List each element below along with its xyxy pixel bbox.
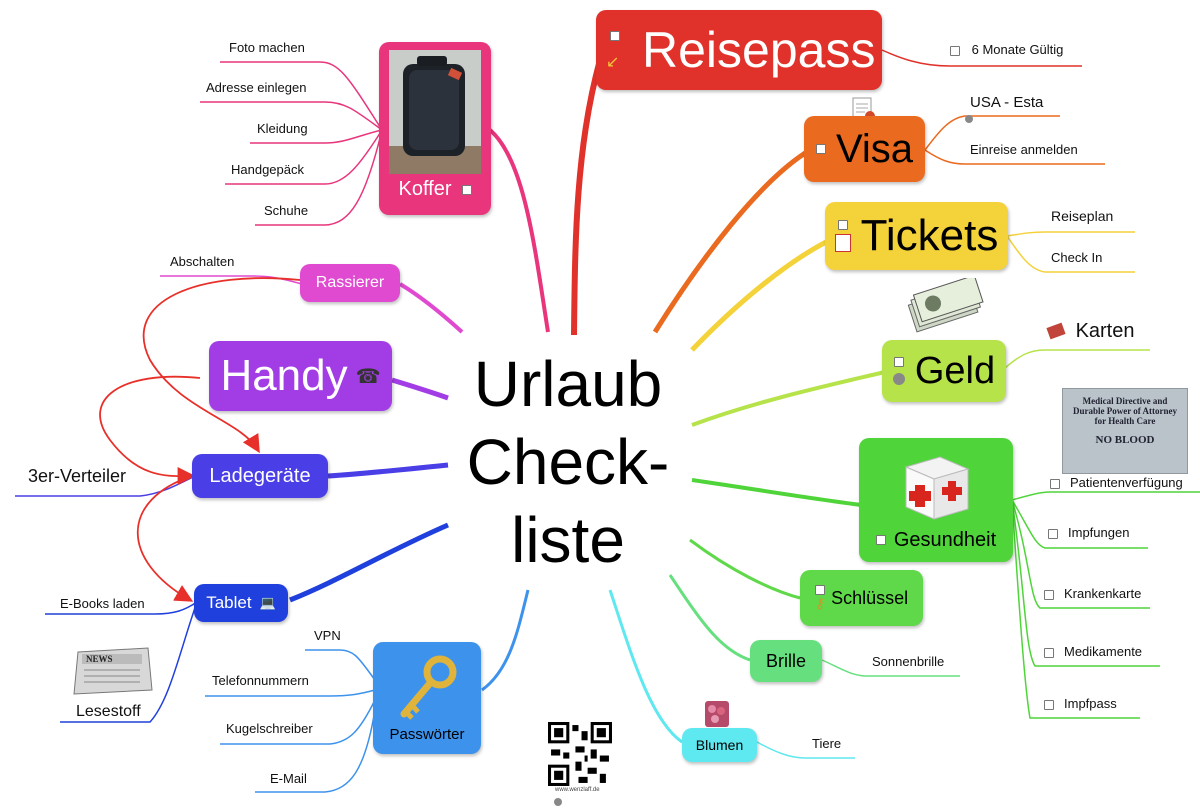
relation-arrow: [99, 375, 201, 486]
relation-arrow: [137, 475, 194, 602]
checkbox-icon[interactable]: [610, 31, 620, 41]
first-aid-icon: [904, 455, 970, 520]
branch-rassierer: [398, 282, 464, 334]
branch-ladegeraete: [327, 462, 449, 479]
leaf-foto-machen[interactable]: Foto machen: [229, 40, 305, 55]
checkbox-icon[interactable]: [837, 220, 848, 230]
central-topic[interactable]: Urlaub Check- liste: [448, 345, 688, 579]
branch-handy: [391, 377, 449, 401]
checkbox-icon[interactable]: [461, 184, 472, 195]
newspaper-title: NEWS: [86, 654, 113, 664]
node-schluessel[interactable]: ⚷ Schlüssel: [800, 570, 923, 626]
branch-brille: [668, 574, 751, 662]
leaf-email[interactable]: E-Mail: [270, 771, 307, 786]
leaf-ebooks[interactable]: E-Books laden: [60, 596, 145, 611]
node-ladegeraete[interactable]: Ladegeräte: [192, 454, 328, 498]
globe-icon: [554, 798, 562, 806]
leaf-vpn[interactable]: VPN: [314, 628, 341, 643]
flower-icon: [705, 701, 729, 727]
leaf-kleidung[interactable]: Kleidung: [257, 121, 308, 136]
key-icon: [400, 655, 457, 720]
branch-reisepass: [571, 59, 603, 336]
leaf-sonnenbrille[interactable]: Sonnenbrille: [872, 654, 945, 669]
node-brille[interactable]: Brille: [750, 640, 822, 682]
node-tickets[interactable]: Tickets: [825, 202, 1008, 270]
node-tablet[interactable]: Tablet 💻: [194, 584, 288, 622]
checkbox-icon[interactable]: [1044, 699, 1054, 710]
leaf-telefonnummern[interactable]: Telefonnummern: [212, 673, 309, 688]
node-gesundheit[interactable]: Gesundheit: [859, 438, 1013, 562]
checkbox-icon[interactable]: [1048, 528, 1058, 539]
branch-tickets: [690, 237, 832, 352]
branch-gesundheit: [691, 478, 863, 507]
ticket-icon: [834, 234, 851, 252]
arrow-icon: ↙: [606, 54, 620, 71]
branch-visa: [652, 147, 812, 334]
cards-icon: [1046, 322, 1066, 340]
branch-blumen: [608, 589, 683, 744]
phone-icon: ☎: [355, 365, 381, 388]
checkbox-icon[interactable]: [1044, 647, 1054, 658]
node-reisepass[interactable]: ↙ Reisepass: [596, 10, 882, 90]
leaf-check-in[interactable]: Check In: [1051, 250, 1103, 265]
node-label: Reisepass: [642, 22, 876, 78]
leaf-lesestoff[interactable]: Lesestoff: [76, 703, 141, 720]
leaf-medikamente[interactable]: Medikamente: [1044, 644, 1142, 659]
leaf-3er-verteiler[interactable]: 3er-Verteiler: [28, 466, 127, 486]
node-visa[interactable]: Visa: [804, 116, 925, 182]
checkbox-icon[interactable]: [814, 584, 825, 595]
money-icon: [907, 278, 984, 333]
leaf-patientenverfuegung[interactable]: Patientenverfügung: [1050, 475, 1183, 490]
checkbox-icon[interactable]: [950, 45, 960, 56]
branch-tablet: [289, 522, 449, 603]
leaf-impfungen[interactable]: Impfungen: [1048, 525, 1129, 540]
node-passwoerter[interactable]: Passwörter: [373, 642, 481, 754]
node-blumen[interactable]: Blumen: [682, 728, 757, 762]
leaf-reiseplan[interactable]: Reiseplan: [1051, 208, 1114, 224]
central-line-2: Check-: [466, 426, 670, 498]
newspaper-icon: NEWS: [73, 647, 153, 695]
leaf-kugelschreiber[interactable]: Kugelschreiber: [226, 721, 313, 736]
relation-arrow: [142, 277, 301, 454]
leaf-einreise[interactable]: Einreise anmelden: [970, 142, 1078, 157]
branch-passwoerter: [481, 589, 530, 692]
qr-caption: www.wenzlaff.de: [555, 787, 600, 793]
checkbox-icon[interactable]: [815, 144, 826, 154]
checkbox-icon[interactable]: [1050, 478, 1060, 489]
leaf-abschalten[interactable]: Abschalten: [170, 254, 235, 269]
leaf-krankenkarte[interactable]: Krankenkarte: [1044, 586, 1141, 601]
branch-schluessel: [689, 538, 801, 600]
leaf-adresse[interactable]: Adresse einlegen: [206, 80, 307, 95]
leaf-handgepaeck[interactable]: Handgepäck: [231, 162, 304, 177]
laptop-icon: 💻: [259, 595, 276, 610]
globe-icon: [965, 115, 973, 123]
leaf-impfpass[interactable]: Impfpass: [1044, 696, 1117, 711]
qr-code: [548, 722, 612, 786]
medical-document-image: Medical Directive and Durable Power of A…: [1062, 388, 1188, 474]
node-rassierer[interactable]: Rassierer: [300, 264, 400, 302]
central-line-3: liste: [511, 504, 625, 576]
central-line-1: Urlaub: [473, 348, 663, 420]
node-koffer[interactable]: Koffer: [379, 42, 491, 215]
leaf-tiere[interactable]: Tiere: [812, 736, 842, 751]
checkbox-icon[interactable]: [875, 535, 886, 546]
leaf-6-monate[interactable]: 6 Monate Gültig: [950, 42, 1063, 57]
leaf-karten[interactable]: Karten: [1046, 320, 1135, 343]
node-handy[interactable]: Handy ☎: [209, 341, 392, 411]
key-icon: ⚷: [814, 594, 826, 611]
branch-geld: [691, 370, 886, 427]
checkbox-icon[interactable]: [1044, 589, 1054, 600]
coin-icon: [892, 373, 905, 385]
leaf-usa-esta[interactable]: USA - Esta: [970, 94, 1044, 111]
node-geld[interactable]: Geld: [882, 340, 1006, 402]
checkbox-icon[interactable]: [893, 357, 904, 367]
leaf-schuhe[interactable]: Schuhe: [264, 203, 309, 218]
luggage-photo: [389, 50, 481, 174]
branch-koffer: [488, 128, 550, 333]
